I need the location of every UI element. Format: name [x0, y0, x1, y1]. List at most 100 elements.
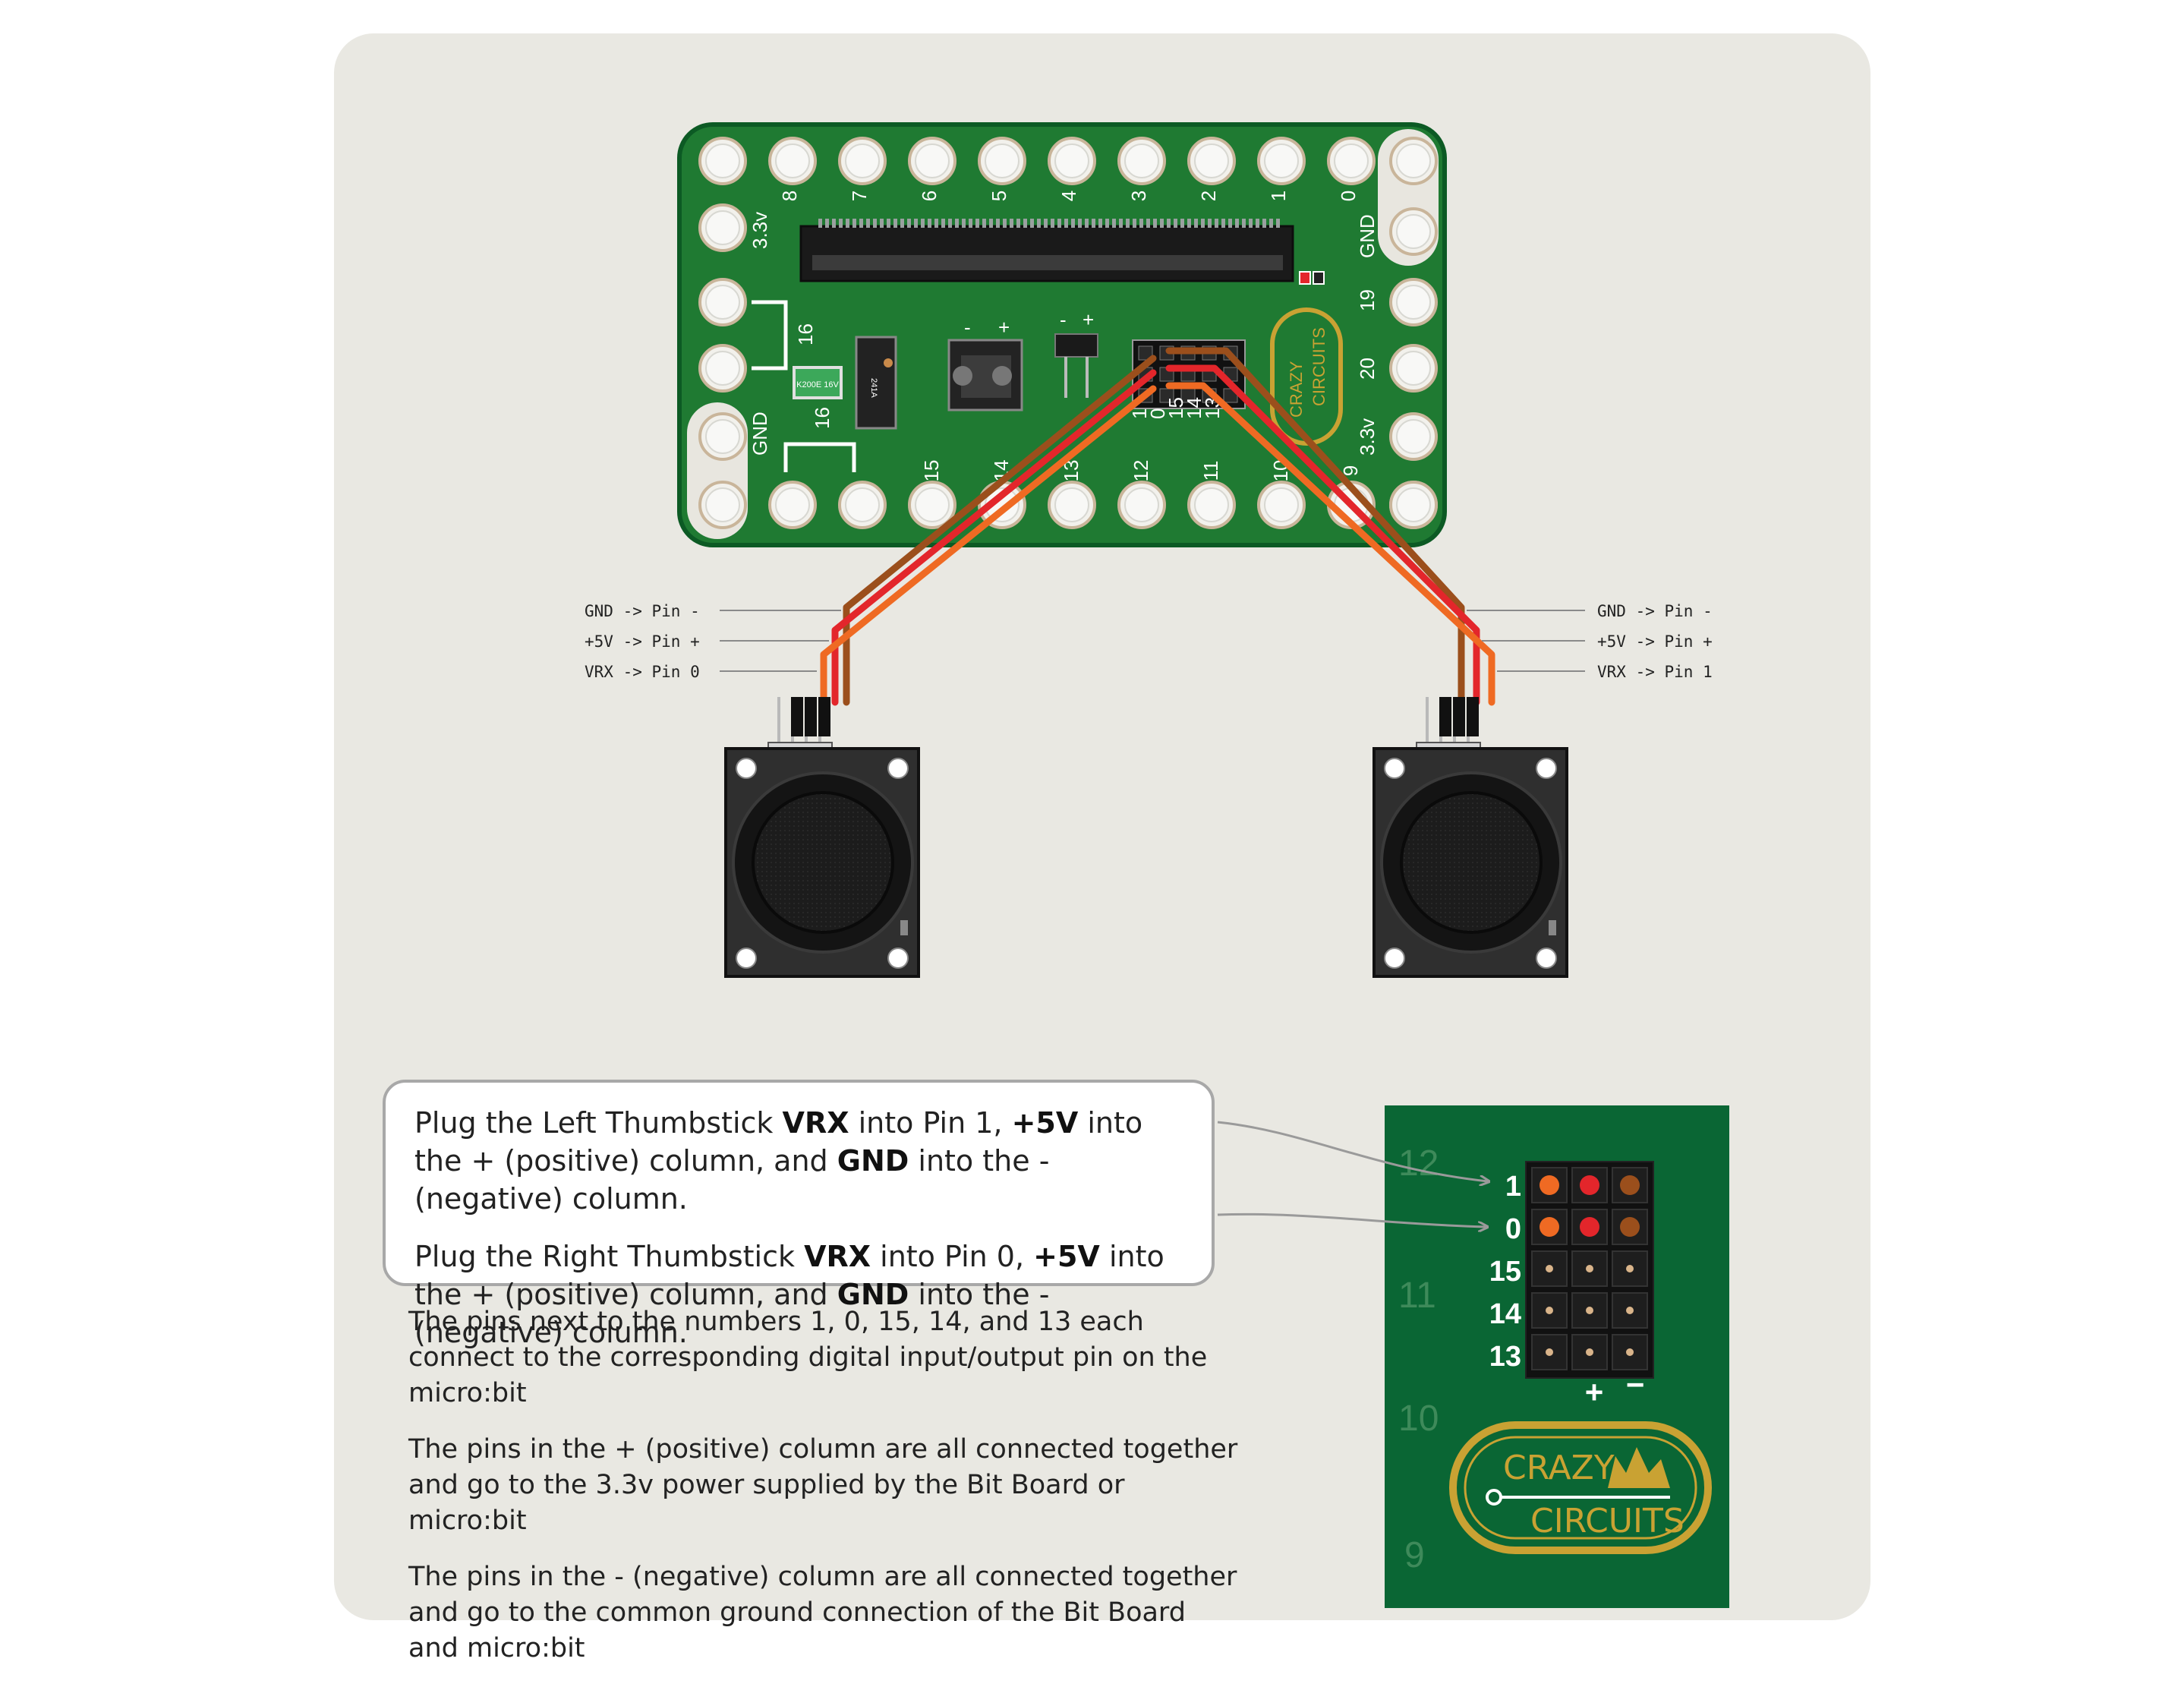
- pad-label-0: 0: [1337, 191, 1360, 201]
- inset-logo-line2: CIRCUITS: [1530, 1502, 1684, 1540]
- fuse-label: K200E 16V: [796, 380, 839, 389]
- inset-row-label-14: 14: [1489, 1298, 1521, 1330]
- pad-right-side-hole: [1396, 285, 1431, 320]
- pad-bottom-6-hole: [1194, 487, 1229, 522]
- stick-plug: [1453, 697, 1465, 736]
- connector-tooth: [914, 219, 918, 228]
- pad-bottom-1-hole: [845, 487, 880, 522]
- pad-pin-8-hole: [775, 143, 810, 178]
- edge-connector-teeth: [818, 219, 1280, 228]
- pad-pin-0-hole: [1334, 143, 1369, 178]
- stick-smd: [1549, 920, 1556, 935]
- connector-tooth: [873, 219, 877, 228]
- connector-tooth: [996, 219, 1000, 228]
- pad-pin-4-hole: [1054, 143, 1089, 178]
- pad-right-side-hole: [1396, 487, 1431, 522]
- label-3v3-right: 3.3v: [1356, 418, 1379, 456]
- pad-pin-2-hole: [1194, 143, 1229, 178]
- stick-plug: [805, 697, 817, 736]
- connector-tooth: [893, 219, 897, 228]
- pad-pin-5-hole: [985, 143, 1020, 178]
- connector-tooth: [1010, 219, 1013, 228]
- connector-tooth: [1057, 219, 1061, 228]
- label-19: 19: [1356, 289, 1379, 311]
- button-b-trace: [783, 442, 856, 472]
- header-row-label-1: 1: [1128, 408, 1151, 419]
- connector-tooth: [1119, 219, 1123, 228]
- connector-tooth: [982, 219, 986, 228]
- stick-mount-hole: [1384, 948, 1405, 969]
- connector-tooth: [1003, 219, 1007, 228]
- fuse: [793, 366, 843, 399]
- two-pin-header: [1054, 333, 1098, 358]
- wire-label-right-vrx: VRX -> Pin 1: [1597, 663, 1713, 681]
- header-row-label-0: 0: [1146, 408, 1169, 419]
- small-header-minus: -: [1060, 308, 1067, 331]
- pad-bottom-7-hole: [1264, 487, 1299, 522]
- header-row-label-14: 14: [1183, 397, 1205, 419]
- instruction-right: Plug the Right Thumbstick VRX into Pin 0…: [414, 1240, 1164, 1349]
- connector-tooth: [1139, 219, 1143, 228]
- connector-tooth: [1051, 219, 1054, 228]
- wire-right-gnd: [1165, 347, 1465, 706]
- header-row-label-15: 15: [1164, 397, 1187, 419]
- connector-tooth: [1249, 219, 1253, 228]
- instruction-callout: Plug the Left Thumbstick VRX into Pin 1,…: [383, 1080, 1215, 1349]
- connector-tooth: [1098, 219, 1102, 228]
- label-3v3-left: 3.3v: [748, 212, 771, 249]
- pad-left-side-hole: [705, 285, 740, 320]
- connector-tooth: [1269, 219, 1273, 228]
- connector-tooth: [900, 219, 904, 228]
- inset-col-minus: −: [1626, 1367, 1645, 1402]
- connector-tooth: [907, 219, 911, 228]
- connector-tooth: [1016, 219, 1020, 228]
- connector-tooth: [934, 219, 938, 228]
- inset-col-plus: +: [1585, 1374, 1604, 1410]
- connector-tooth: [1235, 219, 1239, 228]
- connector-tooth: [969, 219, 972, 228]
- pad-left-side-hole: [705, 487, 740, 522]
- inset-logo-line1: CRAZY: [1503, 1449, 1615, 1487]
- pad-pin-7-hole: [845, 143, 880, 178]
- wires: [820, 347, 1495, 706]
- wire-label-right-gnd: GND -> Pin -: [1597, 602, 1713, 620]
- inset-pins: [1531, 1167, 1648, 1370]
- pad-label-12: 12: [1130, 460, 1152, 482]
- inset-pin-dot: [1546, 1307, 1553, 1314]
- connector-tooth: [1201, 219, 1205, 228]
- wire-right-5v: [1165, 364, 1480, 706]
- connector-tooth: [1126, 219, 1130, 228]
- connector-tooth: [1208, 219, 1212, 228]
- connector-tooth: [1071, 219, 1075, 228]
- connector-tooth: [1160, 219, 1164, 228]
- power-minus-label: -: [964, 316, 971, 339]
- pad-label-15: 15: [920, 460, 943, 482]
- inset-pin-dot: [1580, 1175, 1599, 1195]
- wire-left-gnd: [843, 355, 1157, 706]
- pad-label-8: 8: [778, 191, 801, 201]
- inset-pin-dot: [1586, 1307, 1593, 1314]
- arrow-to-pin-1: [1217, 1121, 1488, 1181]
- connector-tooth: [1276, 219, 1280, 228]
- connector-tooth: [975, 219, 979, 228]
- connector-tooth: [1064, 219, 1068, 228]
- connector-tooth: [1221, 219, 1225, 228]
- inset-pin-dot: [1626, 1265, 1634, 1272]
- pad-bottom-2-hole: [915, 487, 950, 522]
- connector-tooth: [1242, 219, 1246, 228]
- connector-tooth: [1153, 219, 1157, 228]
- side-pin-pads: [698, 137, 1438, 529]
- wire-left-vrx: [820, 385, 1157, 706]
- label-16-a: 16: [794, 323, 817, 345]
- connector-tooth: [1215, 219, 1218, 228]
- connector-tooth: [1112, 219, 1116, 228]
- note-io-pins: The pins next to the numbers 1, 0, 15, 1…: [408, 1307, 1208, 1408]
- connector-tooth: [846, 219, 849, 228]
- pad-bottom-4-hole: [1054, 487, 1089, 522]
- connector-tooth: [921, 219, 925, 228]
- stick-mount-hole: [736, 948, 757, 969]
- pad-label-9: 9: [1339, 465, 1362, 476]
- inset-pin-dot: [1546, 1348, 1553, 1356]
- connector-tooth: [825, 219, 829, 228]
